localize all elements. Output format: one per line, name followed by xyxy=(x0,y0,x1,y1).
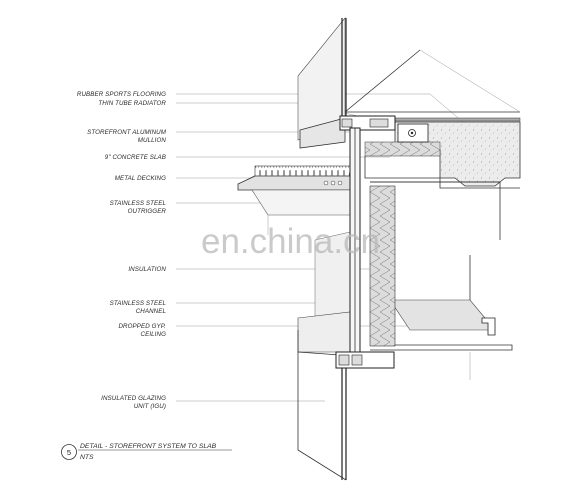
metal-decking xyxy=(237,165,351,235)
label-channel: CHANNEL xyxy=(136,308,167,315)
title-block: 5 DETAIL - STOREFRONT SYSTEM TO SLAB NTS xyxy=(61,443,232,461)
label-insulation: INSULATION xyxy=(128,266,166,273)
label-stainless-steel-channel: STAINLESS STEEL xyxy=(110,300,167,307)
label-rubber-sports-flooring: RUBBER SPORTS FLOORING xyxy=(77,91,166,98)
label-metal-decking: METAL DECKING xyxy=(115,175,166,182)
label-thin-tube-radiator: THIN TUBE RADIATOR xyxy=(98,100,166,107)
label-ceiling: CEILING xyxy=(141,331,167,338)
label-dropped-gyp: DROPPED GYP. xyxy=(118,323,166,330)
lower-wall xyxy=(297,181,513,481)
label-igu: UNIT (IGU) xyxy=(134,403,166,410)
floor-slab-section xyxy=(299,49,521,225)
insulation-column xyxy=(369,185,396,347)
storefront-mullion xyxy=(335,18,396,480)
label-mullion: MULLION xyxy=(138,137,167,144)
label-storefront-aluminum: STOREFRONT ALUMINUM xyxy=(87,129,167,136)
detail-number: 5 xyxy=(67,448,71,457)
label-insulated-glazing: INSULATED GLAZING xyxy=(101,395,166,402)
detail-title: DETAIL - STOREFRONT SYSTEM TO SLAB xyxy=(80,443,217,450)
callout-labels: RUBBER SPORTS FLOORING THIN TUBE RADIATO… xyxy=(77,91,167,410)
watermark: en.china.cn xyxy=(201,222,380,261)
label-stainless-steel-outrigger: STAINLESS STEEL xyxy=(110,200,167,207)
label-concrete-slab: 9" CONCRETE SLAB xyxy=(105,154,166,161)
detail-number-bubble xyxy=(61,444,77,460)
detail-scale: NTS xyxy=(80,454,94,461)
label-outrigger: OUTRIGGER xyxy=(128,208,167,215)
